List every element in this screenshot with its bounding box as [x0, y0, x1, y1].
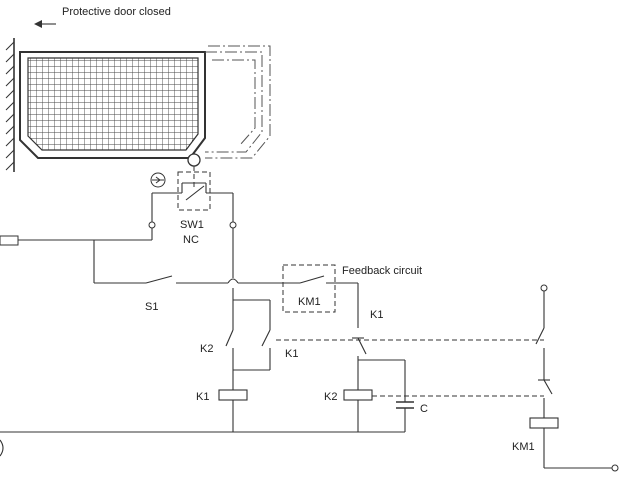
nc-label: NC: [183, 234, 199, 246]
k1-mid-label: K1: [285, 348, 298, 360]
door-status-label: Protective door closed: [62, 6, 171, 18]
feedback-label: Feedback circuit: [342, 265, 422, 277]
svg-text:Protective door closed: Protective door closed: [62, 6, 171, 18]
km1-feedback-label: KM1: [298, 296, 321, 308]
k1-coil: [218, 389, 248, 401]
k2-coil-label: K2: [324, 391, 337, 403]
sw1-label: SW1: [180, 219, 204, 231]
arrow-left-icon: [34, 20, 56, 28]
mesh-guard-icon: [19, 51, 206, 159]
k1-right-label: K1: [370, 309, 383, 321]
k2-left-label: K2: [200, 343, 213, 355]
km1-coil-label: KM1: [512, 441, 535, 453]
wall-hatch-icon: [5, 38, 15, 172]
fuse-icon: [0, 235, 19, 246]
position-switch-icon: [150, 166, 233, 211]
roller-icon: [187, 153, 201, 167]
km1-coil: [529, 417, 559, 429]
c-label: C: [420, 403, 428, 415]
k2-coil: [343, 389, 373, 401]
s1-label: S1: [145, 301, 158, 313]
guard-outline: [205, 45, 271, 159]
k1-coil-label: K1: [196, 391, 209, 403]
